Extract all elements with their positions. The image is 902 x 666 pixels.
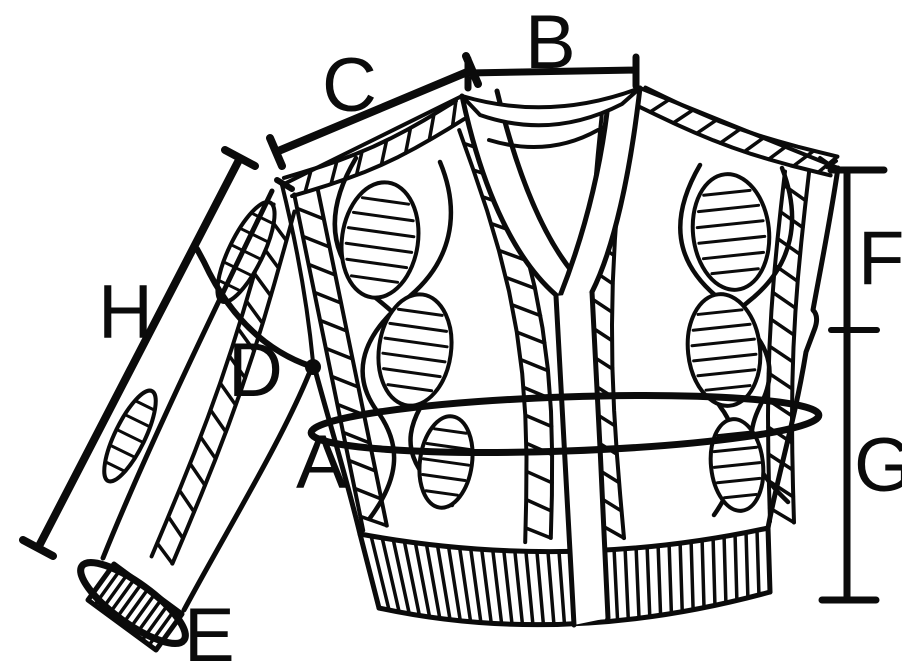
shoulder-rope-cables (281, 85, 840, 199)
measurement-label-a: A (296, 420, 347, 505)
measurement-annotations (19, 52, 888, 647)
neckband (460, 86, 642, 150)
measurement-line-c (266, 52, 482, 170)
measurement-ellipse-e (77, 559, 189, 647)
measurement-line-h (19, 146, 259, 560)
ladder-cable-pod (685, 292, 763, 408)
measurement-curve-d (194, 246, 321, 375)
measurement-label-b: B (525, 0, 576, 85)
measurement-label-h: H (98, 270, 153, 355)
measurement-label-f: F (858, 216, 902, 301)
measurement-line-f-g (818, 166, 888, 604)
measurement-label-g: G (854, 423, 902, 508)
ladder-cable-pod (339, 180, 421, 300)
ladder-cable-pod (102, 388, 158, 484)
ladder-cable-pod (690, 172, 772, 292)
left-front-cable-panel (292, 123, 555, 545)
measurement-label-c: C (322, 43, 377, 128)
measurement-label-e: E (184, 593, 235, 666)
cardigan-sleeve (100, 185, 316, 613)
measurement-ellipse-a (307, 392, 823, 456)
measurement-label-d: D (228, 328, 283, 413)
ladder-cable-pod (417, 414, 475, 510)
